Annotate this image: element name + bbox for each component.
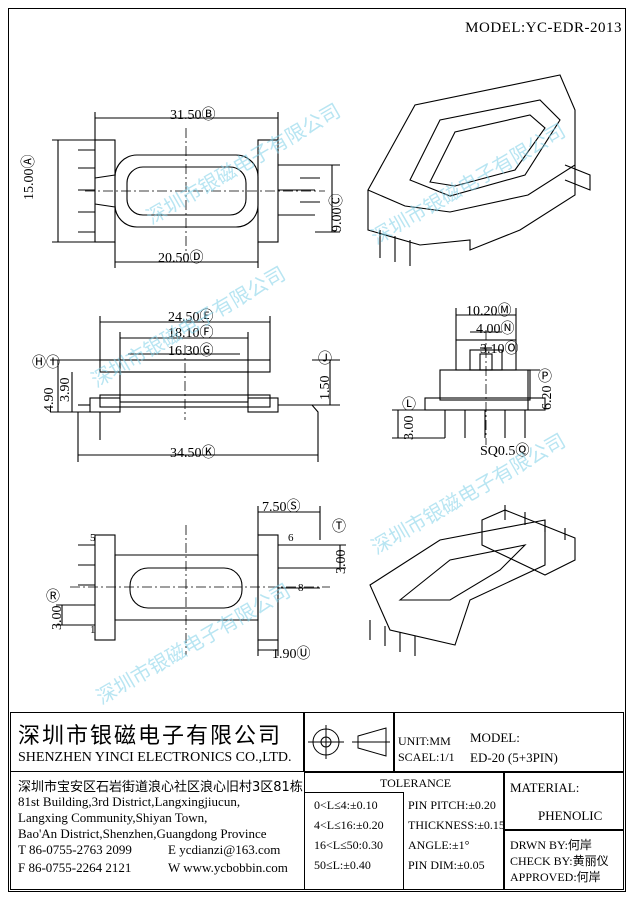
dim-t: 3.00 (334, 549, 349, 575)
model-value: ED-20 (5+3PIN) (470, 750, 558, 765)
dim-f: 18.10Ⓕ (168, 326, 214, 341)
address-en-3: Bao'An District,Shenzhen,Guangdong Provi… (18, 826, 267, 841)
company-tel: T 86-0755-2763 2099 (18, 842, 132, 857)
pin-label-1: 1 (90, 624, 96, 636)
drawing-frame (8, 8, 626, 892)
company-email: E ycdianzi@163.com (168, 842, 281, 857)
tolerance-1: 0<L≤4:±0.10 (314, 798, 378, 812)
dim-b: 31.50Ⓑ (170, 108, 216, 123)
dim-h: 4.90 (42, 387, 57, 413)
company-web: W www.ycbobbin.com (168, 860, 288, 875)
dim-d: 20.50Ⓓ (158, 251, 204, 266)
unit: UNIT:MM (398, 734, 451, 748)
dim-e: 24.50Ⓔ (168, 310, 214, 325)
projection-symbol-icon (308, 725, 390, 759)
company-name-en: SHENZHEN YINCI ELECTRONICS CO.,LTD. (18, 750, 292, 765)
isometric-view-bottom (369, 505, 576, 656)
dim-u: 1.90Ⓤ (272, 647, 311, 662)
dim-q: SQ0.5Ⓠ (480, 444, 530, 459)
pin-label-5: 5 (90, 532, 96, 544)
dim-i: 3.90 (58, 377, 73, 403)
tolerance-3: 16<L≤50:0.30 (314, 838, 384, 852)
check-by: CHECK BY:黄丽仪 (510, 854, 609, 868)
dim-j-tag: Ⓙ (318, 352, 332, 367)
top-view-body (114, 154, 259, 228)
dim-m: 10.20Ⓜ (466, 304, 512, 319)
dim-t-tag: Ⓣ (332, 520, 346, 535)
dim-r: 3.00 (50, 605, 65, 631)
company-name-cn: 深圳市银磁电子有限公司 (18, 724, 283, 749)
approved-by: APPROVED:何岸 (510, 870, 601, 884)
pin-label-8: 8 (298, 582, 304, 594)
address-cn: 深圳市宝安区石岩街道浪心社区浪心旧村3区81栋 (18, 780, 303, 795)
dim-n: 4.00Ⓝ (476, 322, 515, 337)
scale: SCAEL:1/1 (398, 750, 455, 764)
dim-s: 7.50Ⓢ (262, 500, 301, 515)
bottom-view (56, 506, 346, 656)
dim-hi: ⒽⒾ (32, 356, 60, 371)
material-value: PHENOLIC (538, 808, 603, 823)
isometric-view-top (367, 74, 591, 266)
title-block: 深圳市银磁电子有限公司 SHENZHEN YINCI ELECTRONICS C… (10, 712, 624, 890)
dim-j: 1.50 (318, 375, 333, 401)
technical-drawing (50, 74, 591, 656)
dim-l: 3.00 (402, 415, 417, 441)
dim-l-tag: Ⓛ (402, 398, 416, 413)
dim-r-tag: Ⓡ (46, 590, 60, 605)
thickness: THICKNESS:±0.15 (408, 818, 505, 832)
tolerance-label: TOLERANCE (380, 776, 452, 790)
dim-p-tag: Ⓟ (538, 370, 552, 385)
address-en-2: Langxing Community,Shiyan Town, (18, 810, 208, 825)
dim-g: 16.30Ⓖ (168, 344, 214, 359)
pin-pitch: PIN PITCH:±0.20 (408, 798, 496, 812)
tolerance-4: 50≤L:±0.40 (314, 858, 371, 872)
tolerance-2: 4<L≤16:±0.20 (314, 818, 384, 832)
dim-o: 3.10Ⓞ (480, 342, 519, 357)
dim-a: 15.00Ⓐ (22, 154, 37, 201)
pin-dim: PIN DIM:±0.05 (408, 858, 485, 872)
model-number: MODEL:YC-EDR-2013 (465, 20, 622, 36)
angle: ANGLE:±1° (408, 838, 470, 852)
dim-p: 6.20 (540, 385, 555, 411)
pin-label-6: 6 (288, 532, 294, 544)
address-en-1: 81st Building,3rd District,Langxingjiucu… (18, 794, 241, 809)
dim-k: 34.50Ⓚ (170, 446, 216, 461)
material-label: MATERIAL: (510, 780, 580, 795)
drawn-by: DRWN BY:何岸 (510, 838, 592, 852)
dim-c: 9.00Ⓒ (330, 193, 345, 233)
company-fax: F 86-0755-2264 2121 (18, 860, 132, 875)
model-label: MODEL: (470, 730, 520, 745)
